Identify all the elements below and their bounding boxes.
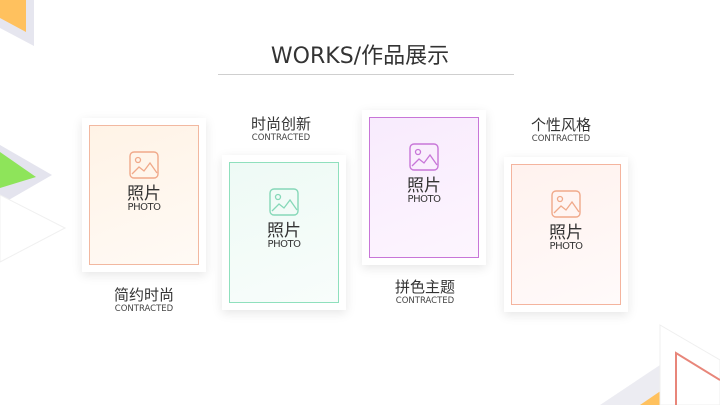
photo-card-1[interactable]: 照片 PHOTO	[82, 118, 206, 272]
page-title: WORKS/作品展示	[270, 44, 450, 69]
title-divider	[218, 74, 514, 75]
photo-sublabel: PHOTO	[549, 241, 583, 252]
caption-subtitle: CONTRACTED	[114, 304, 174, 314]
photo-card-2[interactable]: 照片 PHOTO	[222, 155, 346, 310]
image-icon	[269, 188, 299, 216]
photo-frame	[511, 164, 621, 305]
caption-subtitle: CONTRACTED	[531, 134, 591, 144]
photo-sublabel: PHOTO	[127, 202, 161, 213]
caption-title: 简约时尚	[113, 286, 174, 304]
caption-title: 时尚创新	[250, 115, 311, 133]
card-3-caption: 拼色主题 CONTRACTED	[355, 278, 495, 307]
photo-label: 照片	[127, 184, 161, 204]
photo-label: 照片	[407, 176, 441, 196]
card-2-caption: 时尚创新 CONTRACTED	[211, 115, 351, 144]
card-1-caption: 简约时尚 CONTRACTED	[74, 286, 214, 315]
image-icon	[409, 143, 439, 171]
photo-sublabel: PHOTO	[407, 194, 441, 205]
image-icon	[551, 190, 581, 218]
photo-sublabel: PHOTO	[267, 239, 301, 250]
caption-title: 拼色主题	[394, 278, 455, 296]
photo-frame	[369, 117, 479, 258]
photo-frame	[89, 125, 199, 265]
photo-frame	[229, 162, 339, 303]
card-4-caption: 个性风格 CONTRACTED	[491, 116, 631, 145]
photo-card-3[interactable]: 照片 PHOTO	[362, 110, 486, 265]
caption-subtitle: CONTRACTED	[251, 133, 311, 143]
image-icon	[129, 151, 159, 179]
photo-label: 照片	[267, 221, 301, 241]
photo-label: 照片	[549, 223, 583, 243]
photo-card-4[interactable]: 照片 PHOTO	[504, 157, 628, 312]
caption-subtitle: CONTRACTED	[395, 296, 455, 306]
caption-title: 个性风格	[530, 116, 591, 134]
